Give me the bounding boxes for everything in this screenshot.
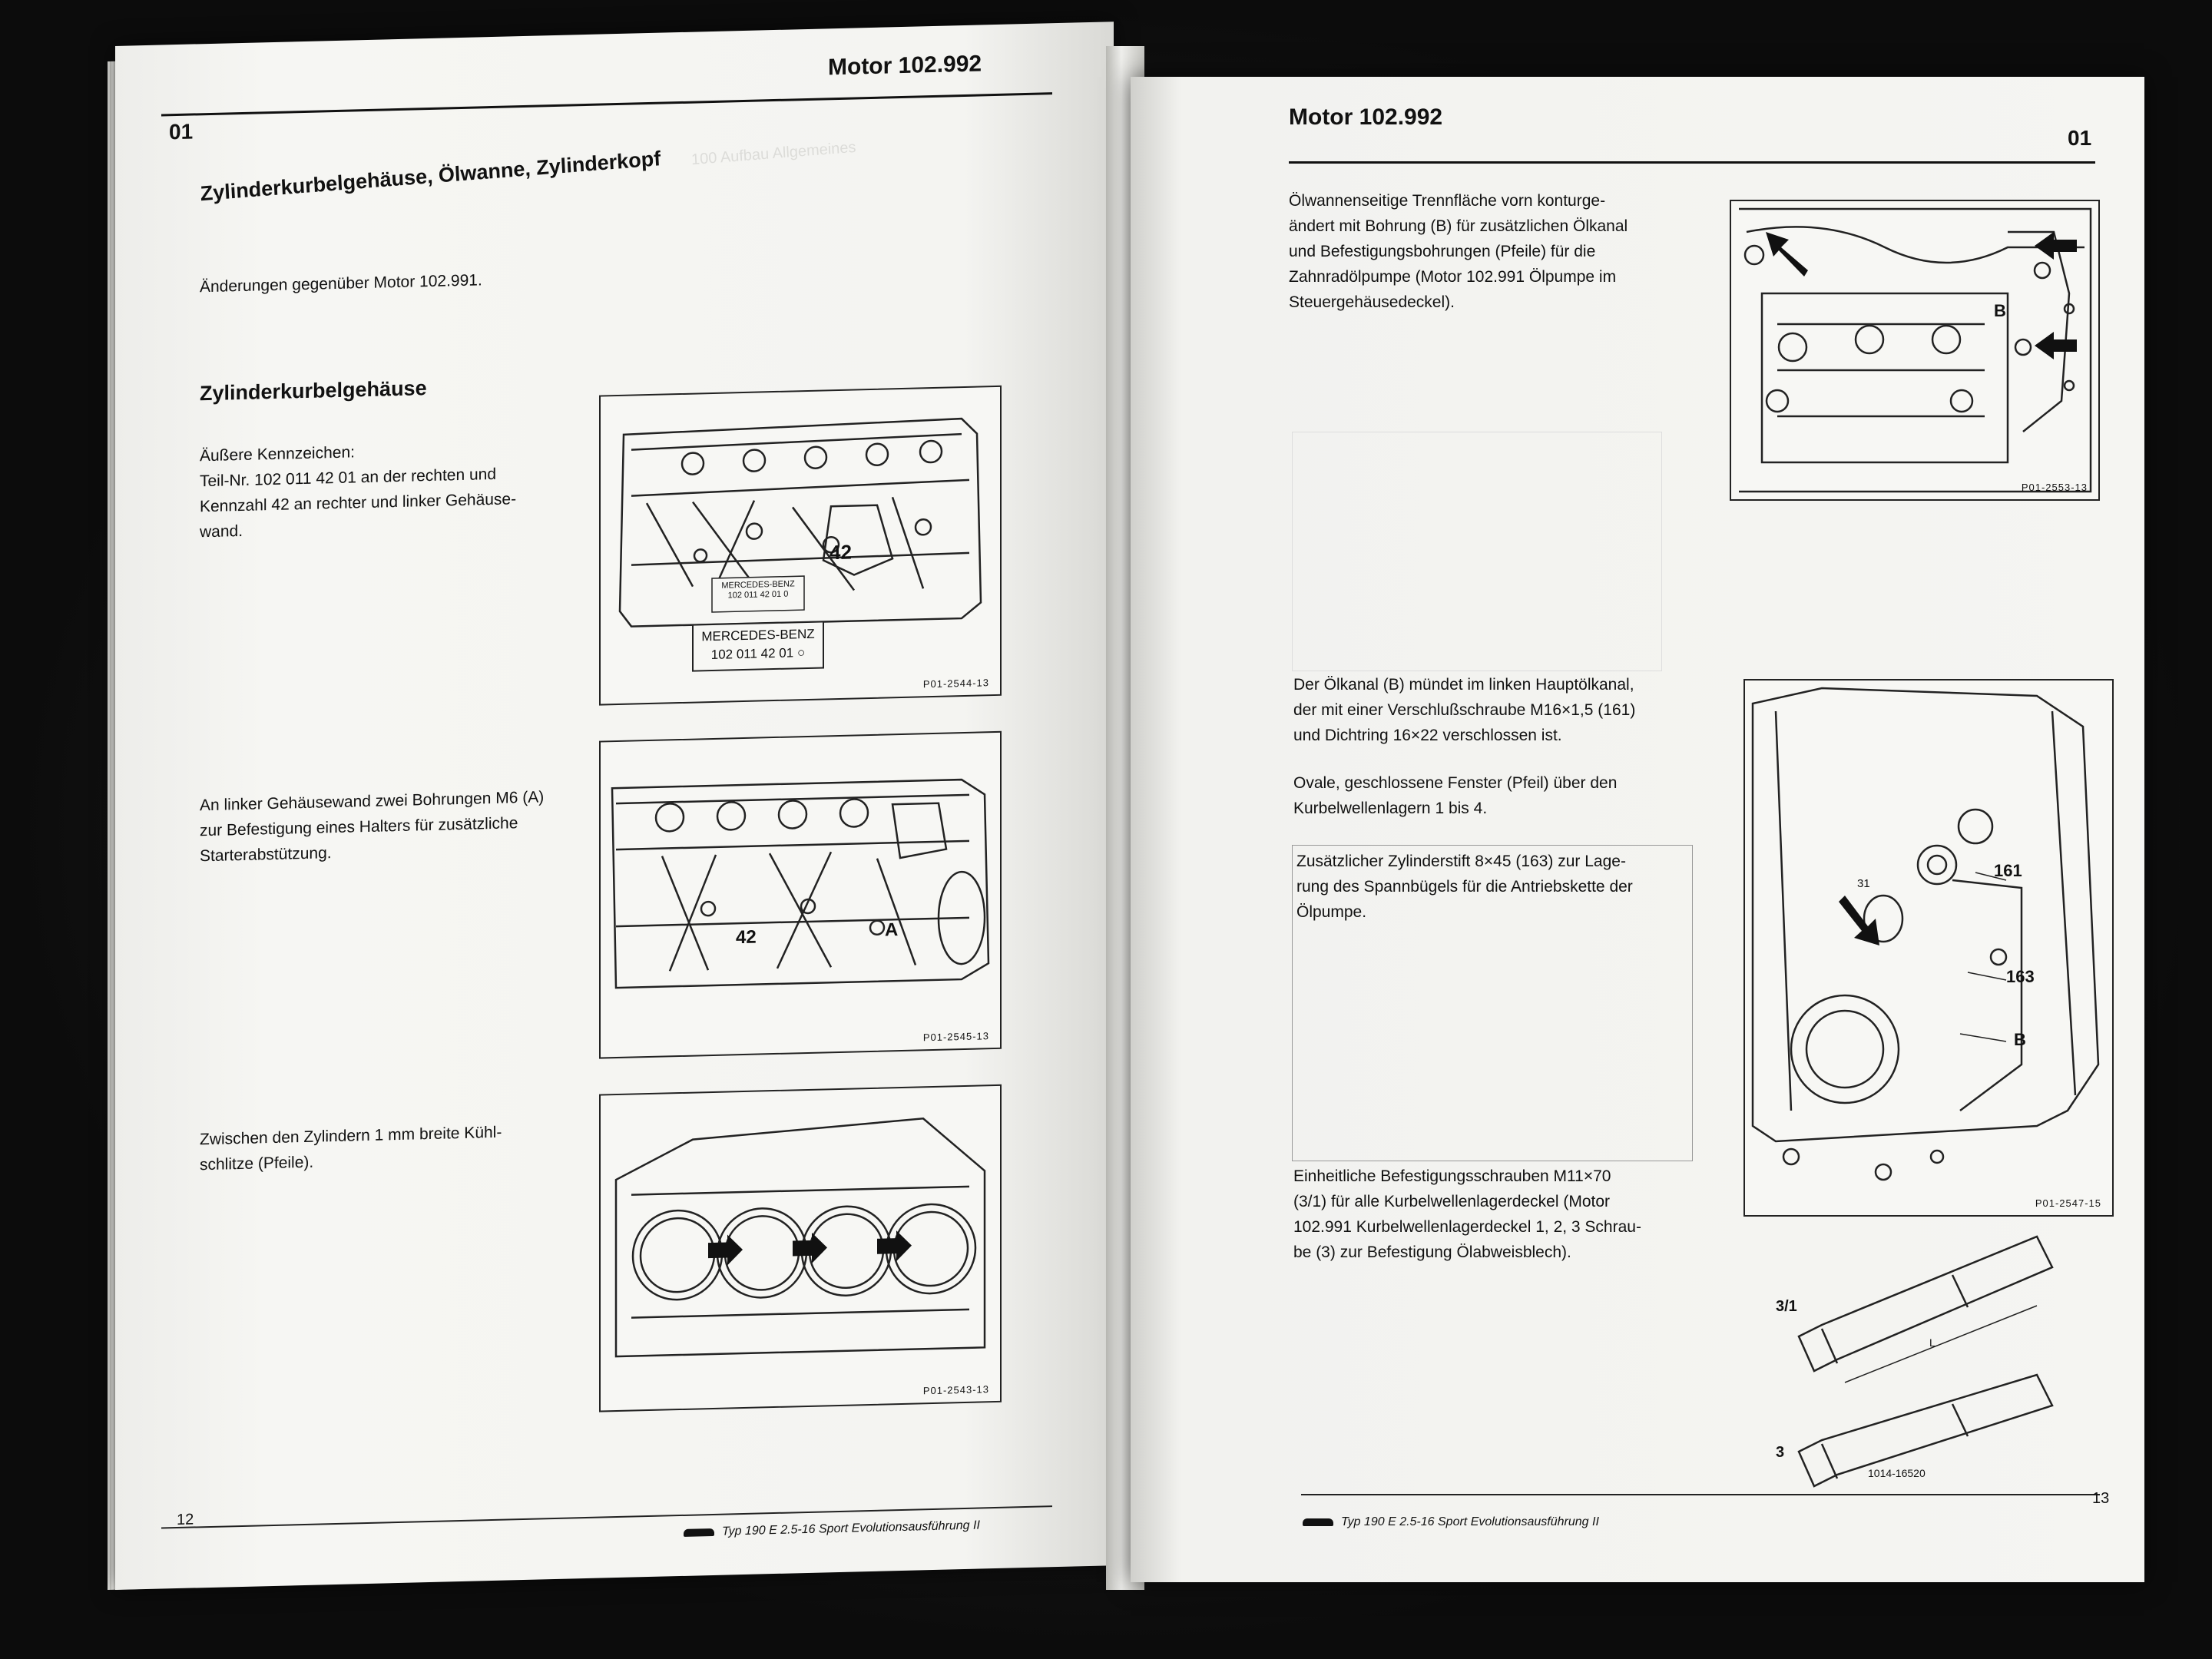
- left-footer: Typ 190 E 2.5-16 Sport Evolutionsausführ…: [684, 1518, 980, 1539]
- ghost-text: 100 Aufbau Allgemeines: [690, 138, 857, 169]
- para-marks: Äußere Kennzeichen: Teil-Nr. 102 011 42 …: [200, 435, 553, 545]
- text-line: be (3) zur Befestigung Ölabweisblech).: [1293, 1243, 1571, 1261]
- callout-42: 42: [736, 926, 757, 949]
- text-line: 102.991 Kurbelwellenlagerdeckel 1, 2, 3 …: [1293, 1218, 1641, 1236]
- text-line: rung des Spannbügels für die Antriebsket…: [1296, 878, 1633, 896]
- plate-line: 102 011 42 01 0: [727, 589, 789, 601]
- right-page: Motor 102.992 01 Ölwannenseitige Trennfl…: [1131, 77, 2144, 1582]
- figure-code: P01-2547-15: [2035, 1197, 2101, 1209]
- text-line: Ovale, geschlossene Fenster (Pfeil) über…: [1293, 774, 1618, 792]
- callout-42: 42: [830, 540, 852, 565]
- right-section-number: 01: [2068, 126, 2092, 150]
- faded-figure: [1292, 432, 1662, 671]
- para-trennflaeche: Ölwannenseitige Trennfläche vorn konturg…: [1289, 188, 1681, 315]
- left-header-rule: [161, 92, 1052, 117]
- para-schrauben: Einheitliche Befestigungsschrauben M11×7…: [1293, 1164, 1693, 1265]
- figure-cylinder-deck: P01-2543-13: [599, 1084, 1002, 1412]
- figure-crankcase-front: 161 163 B 31 P01-2547-15: [1743, 679, 2114, 1217]
- label-161: 161: [1994, 861, 2022, 880]
- para-m6: An linker Gehäusewand zwei Bohrungen M6 …: [200, 783, 584, 869]
- oilpan-face-drawing: [1739, 207, 2092, 493]
- label-31: 31: [1857, 877, 1870, 890]
- label-b: B: [1994, 301, 2006, 320]
- cylinder-deck-drawing: [614, 1117, 986, 1358]
- small-plate: MERCEDES-BENZ 102 011 42 01 0: [716, 579, 800, 601]
- subsection-title: Zylinderkurbelgehäuse: [200, 376, 427, 406]
- mercedes-star-icon: ○: [796, 645, 806, 661]
- figure-bolts: 3/1 3 L 1014-16520: [1776, 1221, 2098, 1498]
- crankcase-left-drawing: [611, 778, 990, 989]
- right-header-title: Motor 102.992: [1289, 104, 1443, 130]
- text-line: (3/1) für alle Kurbelwellenlagerdeckel (…: [1293, 1193, 1611, 1210]
- footer-text: Typ 190 E 2.5-16 Sport Evolutionsausführ…: [1341, 1515, 1599, 1528]
- right-footer: Typ 190 E 2.5-16 Sport Evolutionsausführ…: [1303, 1515, 1599, 1529]
- left-main-title: Zylinderkurbelgehäuse, Ölwanne, Zylinder…: [200, 147, 661, 206]
- crankcase-right-drawing: [618, 417, 982, 672]
- text-line: der mit einer Verschlußschraube M16×1,5 …: [1293, 701, 1636, 719]
- text-line: Kurbelwellenlagern 1 bis 4.: [1293, 800, 1488, 817]
- figure-code: P01-2553-13: [2021, 482, 2088, 493]
- text-line: und Dichtring 16×22 verschlossen ist.: [1293, 727, 1562, 744]
- left-page: Motor 102.992 01 100 Aufbau Allgemeines …: [115, 22, 1114, 1591]
- label-3: 3: [1776, 1444, 1785, 1461]
- right-footer-rule: [1301, 1494, 2100, 1495]
- para-zylinderstift: Zusätzlicher Zylinderstift 8×45 (163) zu…: [1296, 849, 1688, 925]
- figure-oilpan-face: B P01-2553-13: [1730, 200, 2100, 501]
- text-line: Zusätzlicher Zylinderstift 8×45 (163) zu…: [1296, 853, 1626, 870]
- figure-crankcase-right: 42 MERCEDES-BENZ 102 011 42 01 0 MERCEDE…: [599, 385, 1002, 706]
- plate-number: 102 011 42 01: [710, 645, 794, 663]
- label-163: 163: [2006, 967, 2035, 986]
- left-page-number: 12: [177, 1511, 194, 1529]
- left-header-title: Motor 102.992: [828, 51, 982, 81]
- text-line: Ölwannenseitige Trennfläche vorn konturg…: [1289, 192, 1606, 210]
- car-icon: [1303, 1518, 1333, 1526]
- footer-text: Typ 190 E 2.5-16 Sport Evolutionsausführ…: [722, 1518, 980, 1538]
- figure-code: P01-2543-13: [922, 1383, 989, 1397]
- figure-code: P01-2545-13: [922, 1030, 989, 1044]
- bolts-drawing: [1797, 1235, 2054, 1488]
- text-line: Einheitliche Befestigungsschrauben M11×7…: [1293, 1167, 1611, 1185]
- car-icon: [684, 1528, 714, 1537]
- right-page-number: 13: [2092, 1490, 2110, 1507]
- para-fenster: Ovale, geschlossene Fenster (Pfeil) über…: [1293, 770, 1693, 821]
- changes-line: Änderungen gegenüber Motor 102.991.: [200, 271, 482, 296]
- text-line: Steuergehäusedeckel).: [1289, 293, 1455, 311]
- label-b: B: [2014, 1030, 2026, 1049]
- figure-code: 1014-16520: [1868, 1467, 1926, 1479]
- label-l: L: [1929, 1336, 1936, 1349]
- figure-code: P01-2544-13: [922, 677, 989, 690]
- text-line: und Befestigungsbohrungen (Pfeile) für d…: [1289, 243, 1596, 260]
- nameplate: MERCEDES-BENZ 102 011 42 01 ○: [694, 625, 822, 665]
- left-section-number: 01: [169, 119, 194, 144]
- text-line: Ölpumpe.: [1296, 903, 1367, 921]
- label-3-1: 3/1: [1776, 1298, 1797, 1315]
- plate-line: 102 011 42 01 ○: [694, 644, 822, 665]
- text-line: Zahnradölpumpe (Motor 102.991 Ölpumpe im: [1289, 268, 1617, 286]
- right-header-rule: [1289, 161, 2095, 164]
- figure-crankcase-left: 42 A P01-2545-13: [599, 730, 1002, 1059]
- text-line: ändert mit Bohrung (B) für zusätzlichen …: [1289, 217, 1628, 235]
- crankcase-front-drawing: [1751, 687, 2100, 1181]
- boxed-note: [1292, 845, 1693, 1161]
- label-a: A: [885, 919, 899, 941]
- para-slots: Zwischen den Zylindern 1 mm breite Kühl-…: [200, 1118, 584, 1177]
- para-oelkanal: Der Ölkanal (B) mündet im linken Hauptöl…: [1293, 672, 1693, 748]
- text-line: Der Ölkanal (B) mündet im linken Hauptöl…: [1293, 676, 1634, 694]
